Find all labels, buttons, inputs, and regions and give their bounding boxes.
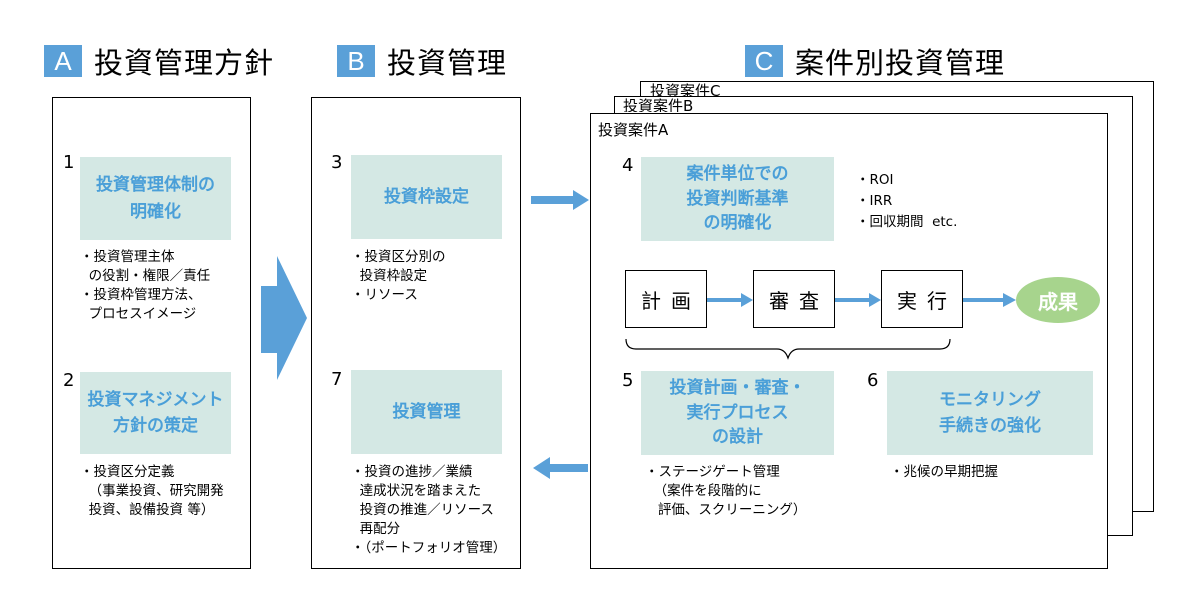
result-ellipse: 成果 — [1016, 277, 1100, 323]
flow-arrow-icon — [707, 293, 1016, 307]
item-5-box: 投資計画・審査・ 実行プロセス の設計 — [641, 371, 834, 455]
bullet: （事業投資、研究開発 — [80, 482, 224, 499]
item-7-bullets: ・投資の進捗／業績 達成状況を踏まえた 投資の推進／リソース 再配分 ・（ポート… — [351, 463, 506, 557]
project-sheet-c-label: 投資案件C — [650, 83, 721, 96]
item-3-number: 3 — [331, 152, 343, 173]
bullet: ・投資枠管理方法、 — [80, 286, 202, 303]
bullet: の役割・権限／責任 — [80, 267, 211, 284]
item-2-bullets: ・投資区分定義 （事業投資、研究開発 投資、設備投資 等） — [80, 463, 224, 520]
item-4-bullets: ・ROI ・IRR ・回収期間 etc. — [856, 170, 957, 233]
section-a-letter: A — [44, 45, 82, 77]
section-a-header: A 投資管理方針 — [44, 42, 274, 80]
item-7-number: 7 — [331, 369, 343, 390]
bullet: 投資、設備投資 等） — [80, 501, 215, 518]
flow-step-review: 審査 — [753, 270, 835, 328]
item-5-number: 5 — [622, 370, 634, 391]
flow-step-plan: 計画 — [625, 270, 707, 328]
project-sheet-b-label: 投資案件B — [623, 98, 694, 112]
bullet: ・兆候の早期把握 — [890, 464, 998, 480]
item-4-box: 案件単位での 投資判断基準 の明確化 — [641, 157, 834, 241]
bullet: 達成状況を踏まえた — [351, 482, 482, 499]
bullet: ・投資区分別の — [351, 249, 446, 265]
bullet: ・回収期間 etc. — [856, 213, 958, 230]
bullet: ・ステージゲート管理 — [645, 464, 780, 480]
bullet: 投資の推進／リソース — [351, 501, 494, 518]
bullet: （案件を段階的に — [645, 482, 762, 499]
section-c-letter: C — [745, 45, 783, 77]
item-7-box: 投資管理 — [351, 370, 502, 454]
item-4-number: 4 — [622, 155, 634, 176]
bullet: ・（ポートフォリオ管理） — [351, 539, 507, 556]
bullet: ・ROI — [856, 172, 894, 188]
bullet: ・投資の進捗／業績 — [351, 464, 473, 480]
section-b-title: 投資管理 — [387, 46, 508, 80]
section-c-header: C 案件別投資管理 — [745, 42, 1005, 80]
arrow-b-to-c-icon — [531, 190, 589, 210]
project-sheet-a-label: 投資案件A — [598, 122, 669, 138]
bullet: プロセスイメージ — [80, 305, 197, 322]
big-right-arrow-icon — [261, 256, 307, 380]
bullet: ・投資管理主体 — [80, 249, 175, 265]
section-a-title: 投資管理方針 — [94, 46, 275, 80]
item-1-bullets: ・投資管理主体 の役割・権限／責任 ・投資枠管理方法、 プロセスイメージ — [80, 248, 210, 324]
bullet: ・リソース — [351, 286, 418, 303]
flow-step-execute: 実行 — [881, 270, 963, 328]
item-5-bullets: ・ステージゲート管理 （案件を段階的に 評価、スクリーニング） — [645, 463, 806, 520]
bullet: ・投資区分定義 — [80, 464, 175, 480]
item-6-bullets: ・兆候の早期把握 — [890, 463, 998, 482]
section-b-header: B 投資管理 — [337, 42, 507, 80]
item-1-number: 1 — [63, 152, 75, 173]
item-2-box: 投資マネジメント 方針の策定 — [80, 372, 231, 454]
arrow-c-to-b-icon — [533, 457, 588, 479]
section-b-letter: B — [337, 45, 375, 77]
bullet: 評価、スクリーニング） — [645, 501, 807, 518]
item-2-number: 2 — [63, 370, 75, 391]
bullet: 再配分 — [351, 520, 401, 537]
item-3-bullets: ・投資区分別の 投資枠設定 ・リソース — [351, 248, 446, 305]
bullet: ・IRR — [856, 192, 893, 209]
brace-icon — [625, 338, 951, 360]
item-3-box: 投資枠設定 — [351, 155, 502, 239]
bullet: 投資枠設定 — [351, 267, 428, 284]
item-6-box: モニタリング 手続きの強化 — [887, 371, 1093, 455]
item-1-box: 投資管理体制の 明確化 — [80, 157, 231, 240]
item-6-number: 6 — [867, 370, 879, 391]
section-c-title: 案件別投資管理 — [795, 46, 1006, 80]
